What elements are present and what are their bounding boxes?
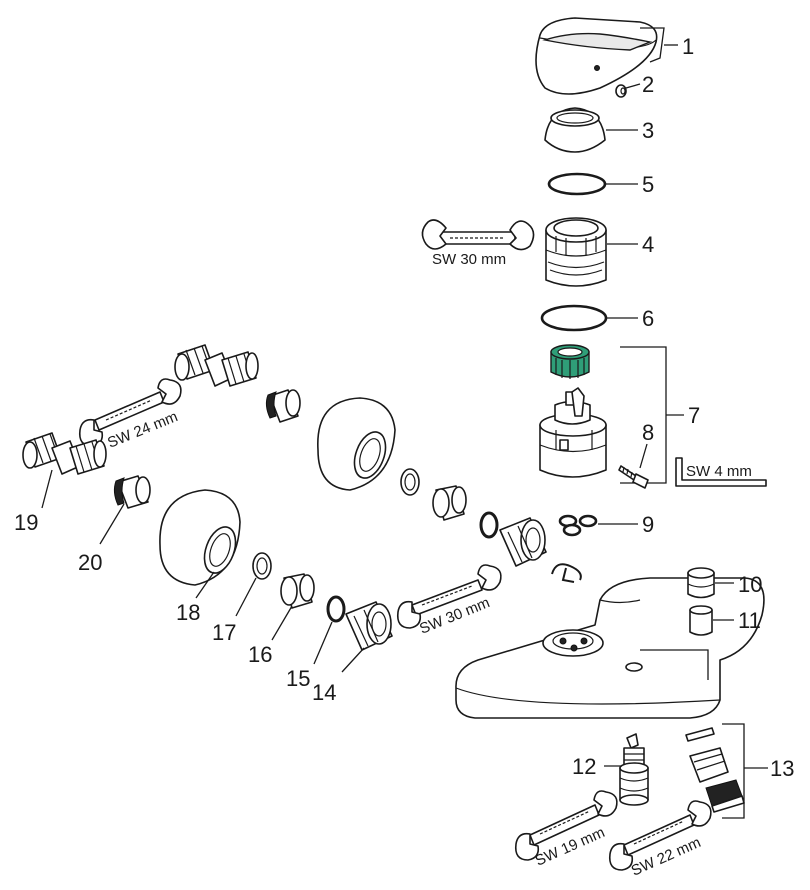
label-18: 18 xyxy=(176,600,200,625)
part-handle-cap xyxy=(535,17,658,95)
group-bracket-7 xyxy=(620,346,667,484)
part-nipple-upper xyxy=(265,389,301,423)
label-7: 7 xyxy=(688,403,700,428)
part-seal-set xyxy=(558,514,598,537)
label-14: 14 xyxy=(312,680,336,705)
part-union-nut-upper xyxy=(499,517,547,567)
part-grub-screw xyxy=(615,84,627,98)
label-11: 11 xyxy=(738,608,761,633)
label-19: 19 xyxy=(14,510,38,535)
label-6: 6 xyxy=(642,306,654,331)
part-washer-17 xyxy=(252,552,272,580)
part-s-union-upper xyxy=(174,344,259,387)
label-17: 17 xyxy=(212,620,236,645)
tool-label-sw30-top: SW 30 mm xyxy=(432,251,506,268)
label-5: 5 xyxy=(642,172,654,197)
part-ring-upper xyxy=(479,511,499,539)
part-escutcheon-upper xyxy=(317,397,396,491)
label-13: 13 xyxy=(770,756,794,781)
label-15: 15 xyxy=(286,666,310,691)
part-escutcheon-18 xyxy=(159,489,241,586)
label-4: 4 xyxy=(642,232,654,257)
allen-key-icon xyxy=(675,457,767,487)
label-9: 9 xyxy=(642,512,654,537)
part-union-nut-14 xyxy=(345,601,393,651)
part-aerator-set xyxy=(685,727,745,813)
part-cover-ring xyxy=(544,107,606,153)
part-mixer-body xyxy=(455,577,765,719)
label-3: 3 xyxy=(642,118,654,143)
label-10: 10 xyxy=(738,572,762,597)
label-16: 16 xyxy=(248,642,272,667)
part-o-ring-5 xyxy=(547,172,607,196)
part-cap-10 xyxy=(687,567,715,599)
part-eccentric-upper xyxy=(432,485,467,521)
part-s-union-19 xyxy=(22,432,107,475)
leader-lines xyxy=(41,27,734,767)
part-green-collar xyxy=(550,344,590,379)
part-cartridge-screw xyxy=(618,465,649,489)
wrench-icon-sw24 xyxy=(78,378,182,447)
part-ceramic-cartridge xyxy=(539,387,607,478)
part-nipple-20 xyxy=(113,475,151,509)
label-20: 20 xyxy=(78,550,102,575)
label-12: 12 xyxy=(572,754,596,779)
part-diverter-insert xyxy=(619,733,649,806)
label-2: 2 xyxy=(642,72,654,97)
part-number-labels: 1 2 3 5 4 6 7 8 9 10 11 12 13 14 15 16 1… xyxy=(14,34,794,781)
wrench-icon-sw30-mid xyxy=(396,564,502,629)
part-cap-11 xyxy=(689,605,713,636)
wrench-icon-sw22 xyxy=(608,800,712,871)
part-clip xyxy=(551,563,582,583)
wrench-icon-sw19 xyxy=(514,790,618,861)
label-8: 8 xyxy=(642,420,654,445)
label-1: 1 xyxy=(682,34,694,59)
part-cartridge-nut xyxy=(545,217,607,287)
part-o-ring-6 xyxy=(540,304,608,332)
tool-label-sw4: SW 4 mm xyxy=(686,463,752,480)
wrench-icon-sw30-top xyxy=(421,219,535,251)
part-ring-15 xyxy=(326,595,346,623)
part-eccentric-16 xyxy=(280,573,315,609)
group-bracket-13 xyxy=(722,723,745,819)
part-washer-upper xyxy=(400,468,420,496)
